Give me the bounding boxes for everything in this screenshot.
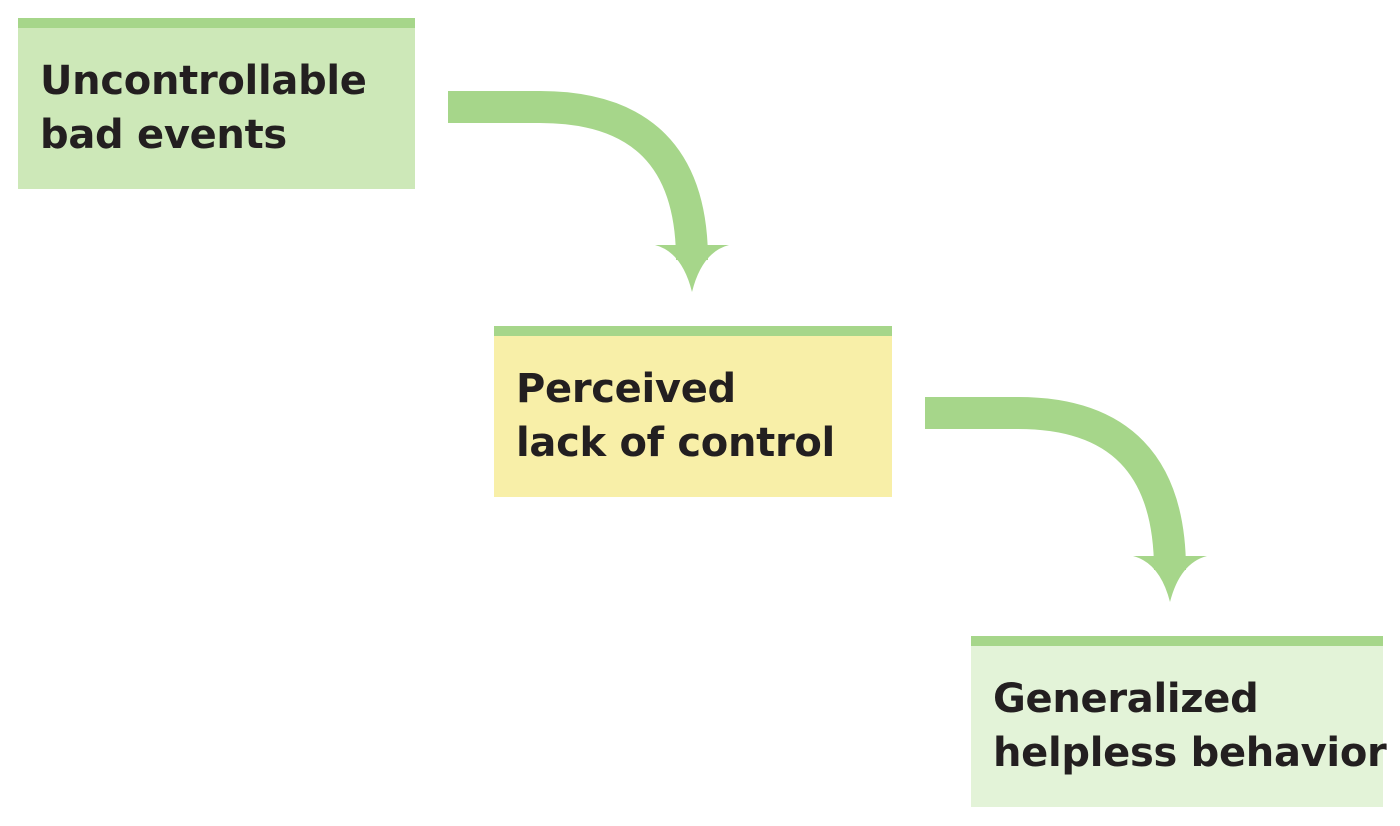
node-uncontrollable-bad-events: Uncontrollable bad events — [18, 18, 415, 189]
node-label-line: Uncontrollable — [40, 58, 367, 104]
node-generalized-helpless-behavior: Generalized helpless behavior — [971, 636, 1387, 807]
node-label-line: Generalized — [993, 676, 1259, 722]
node-label-line: Perceived — [516, 366, 736, 412]
arrow-2 — [925, 397, 1207, 602]
node-label-line: helpless behavior — [993, 730, 1387, 776]
node-perceived-lack-of-control: Perceived lack of control — [494, 326, 892, 497]
node-label-line: bad events — [40, 112, 287, 158]
arrow-1 — [448, 91, 729, 292]
node-label-line: lack of control — [516, 420, 835, 466]
